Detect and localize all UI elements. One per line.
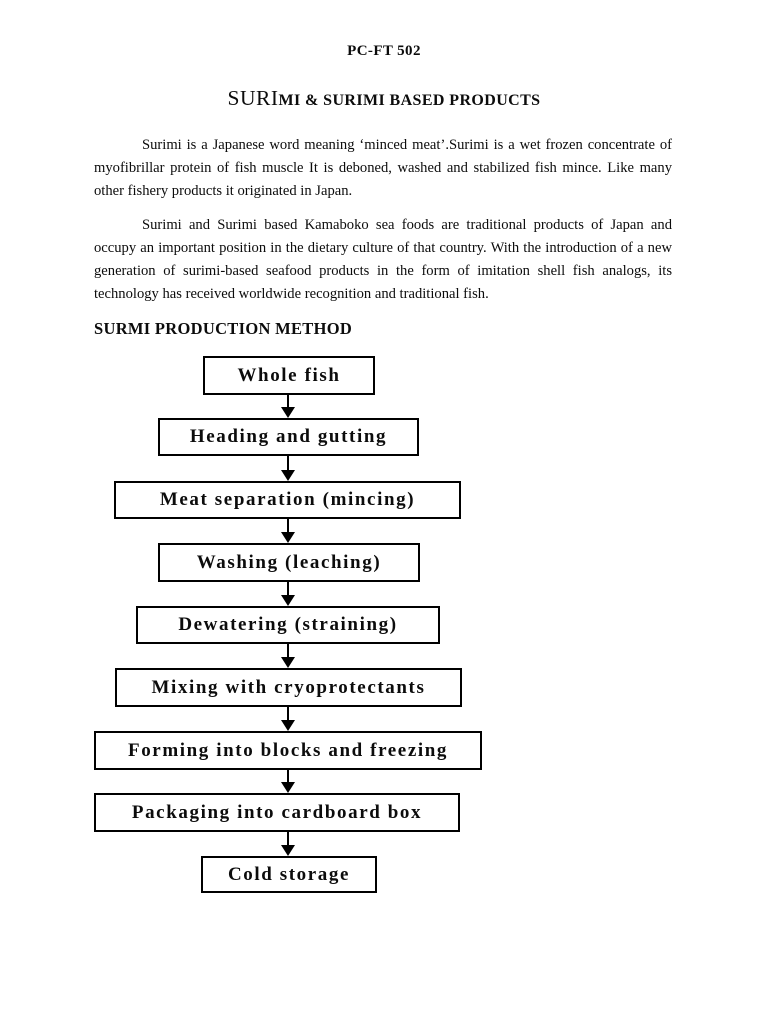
arrow-head — [281, 532, 295, 543]
flow-step-dewatering: Dewatering (straining) — [136, 606, 440, 644]
down-arrow — [280, 707, 296, 731]
flow-step-label: Washing (leaching) — [196, 551, 382, 573]
flow-step-mixing-cryoprotectants: Mixing with cryoprotectants — [115, 668, 462, 707]
arrow-stem — [286, 519, 290, 534]
arrow-head — [281, 407, 295, 418]
down-arrow — [280, 582, 296, 606]
arrow-head — [281, 720, 295, 731]
flow-step-label: Meat separation (mincing) — [159, 489, 416, 510]
document-title: SURIMI & SURIMI BASED PRODUCTS — [0, 86, 768, 111]
flow-step-whole-fish: Whole fish — [203, 356, 375, 395]
flow-step-packaging: Packaging into cardboard box — [94, 793, 460, 832]
down-arrow — [280, 456, 296, 481]
arrow-stem — [286, 582, 290, 597]
flow-step-forming-freezing: Forming into blocks and freezing — [94, 731, 482, 770]
flow-step-meat-separation: Meat separation (mincing) — [114, 481, 461, 519]
production-flowchart: Whole fish Heading and gutting Meat sepa… — [0, 356, 768, 916]
arrow-head — [281, 845, 295, 856]
flow-step-heading-gutting: Heading and gutting — [158, 418, 419, 456]
flow-step-label: Whole fish — [237, 364, 341, 386]
flow-step-cold-storage: Cold storage — [201, 856, 377, 893]
arrow-head — [281, 470, 295, 481]
document-title-large-part: SURI — [227, 86, 279, 110]
paragraph-kamaboko: Surimi and Surimi based Kamaboko sea foo… — [94, 217, 672, 302]
arrow-head — [281, 782, 295, 793]
arrow-stem — [286, 770, 290, 784]
flow-step-label: Mixing with cryoprotectants — [151, 676, 426, 698]
down-arrow — [280, 395, 296, 418]
flow-step-label: Packaging into cardboard box — [131, 801, 423, 823]
arrow-stem — [286, 456, 290, 472]
arrow-head — [281, 657, 295, 668]
down-arrow — [280, 832, 296, 856]
down-arrow — [280, 519, 296, 543]
section-heading: SURMI PRODUCTION METHOD — [94, 319, 353, 338]
flow-step-label: Heading and gutting — [189, 426, 388, 447]
flow-step-washing: Washing (leaching) — [158, 543, 420, 582]
flow-step-label: Dewatering (straining) — [178, 614, 398, 635]
down-arrow — [280, 644, 296, 668]
paragraph-intro: Surimi is a Japanese word meaning ‘mince… — [94, 137, 672, 199]
document-title-small-part: MI & SURIMI BASED PRODUCTS — [278, 92, 541, 109]
flow-step-label: Cold storage — [227, 863, 351, 885]
arrow-head — [281, 595, 295, 606]
arrow-stem — [286, 395, 290, 409]
course-code: PC-FT 502 — [347, 43, 421, 59]
arrow-stem — [286, 707, 290, 722]
down-arrow — [280, 770, 296, 793]
flow-step-label: Forming into blocks and freezing — [127, 739, 449, 761]
arrow-stem — [286, 832, 290, 847]
arrow-stem — [286, 644, 290, 659]
